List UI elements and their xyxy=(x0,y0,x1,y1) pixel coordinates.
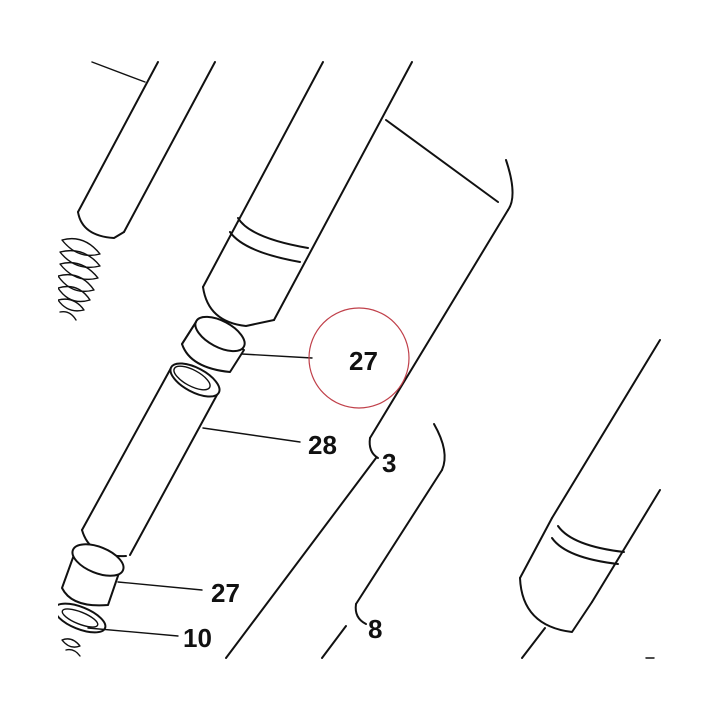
frame-mask-right xyxy=(661,0,720,720)
highlight-circle xyxy=(308,307,410,409)
callout-28: 28 xyxy=(308,430,337,460)
left-fork-tube xyxy=(77,61,216,239)
spring-coils xyxy=(57,237,101,321)
callout-27-top: 27 xyxy=(349,346,378,376)
central-upper-tube xyxy=(202,61,499,327)
bracket-3 xyxy=(225,159,514,659)
frame-mask-left xyxy=(0,0,58,720)
callout-3: 3 xyxy=(382,448,396,478)
frame-mask-top xyxy=(0,0,720,61)
bushing-lower xyxy=(61,543,125,607)
callout-27-bottom: 27 xyxy=(211,578,240,608)
leader-lines xyxy=(87,353,313,637)
bushing-upper xyxy=(181,315,246,373)
frame-mask-bottom xyxy=(0,659,720,720)
callout-10: 10 xyxy=(183,623,212,653)
callout-8: 8 xyxy=(368,614,382,644)
right-fork-tube xyxy=(519,339,661,659)
bracket-8 xyxy=(321,423,446,659)
seal-ring-10 xyxy=(53,602,107,657)
tube-28 xyxy=(81,362,221,558)
